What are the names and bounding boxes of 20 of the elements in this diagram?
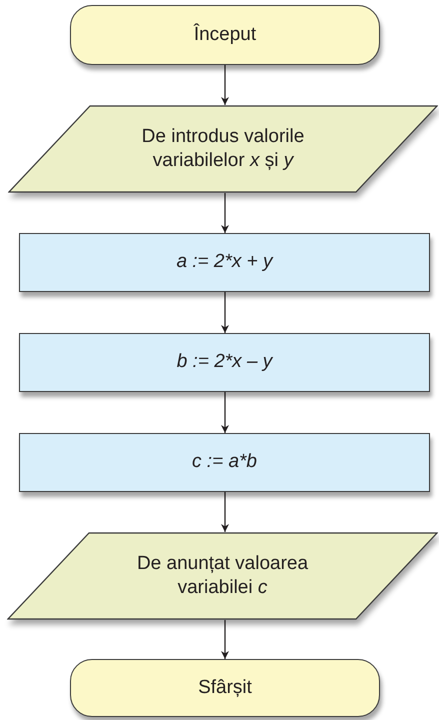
terminal-box bbox=[70, 5, 380, 65]
node-text: Sfârșit bbox=[198, 676, 252, 700]
arrow bbox=[221, 492, 229, 532]
node-text: De anunțat valoarea variabilei c bbox=[136, 552, 310, 600]
terminal-box bbox=[70, 659, 380, 717]
node-text: De introdus valorile variabilelor x și y bbox=[140, 125, 306, 173]
node-text: c := a*b bbox=[192, 450, 257, 474]
node-text: Început bbox=[194, 22, 256, 47]
input-output-parallelogram bbox=[8, 105, 438, 193]
arrow bbox=[221, 292, 229, 333]
arrow bbox=[221, 193, 229, 233]
arrow bbox=[221, 620, 229, 659]
process-box bbox=[19, 233, 430, 292]
input-output-parallelogram bbox=[7, 532, 438, 620]
node-text: a := 2*x + y bbox=[176, 250, 273, 274]
process-box bbox=[19, 433, 430, 492]
arrow bbox=[221, 392, 229, 433]
node-text: b := 2*x – y bbox=[176, 350, 272, 374]
process-box bbox=[19, 333, 430, 392]
arrow bbox=[221, 65, 229, 105]
